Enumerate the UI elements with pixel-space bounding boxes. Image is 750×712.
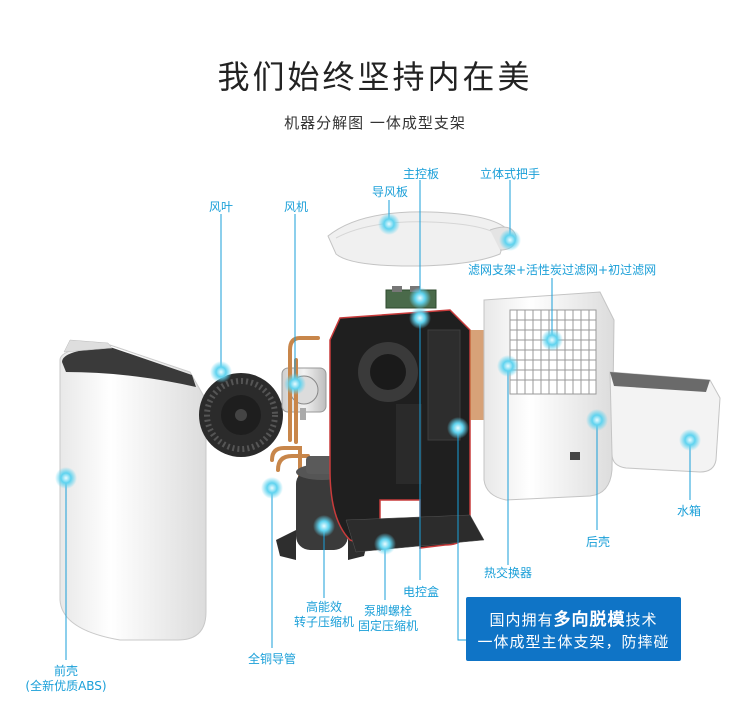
label-filter: 滤网支架+活性炭过滤网+初过滤网 xyxy=(468,263,657,277)
label-front-shell-line2: (全新优质ABS) xyxy=(25,679,107,693)
label-motor: 风机 xyxy=(284,200,309,214)
page-title: 我们始终坚持内在美 xyxy=(217,58,533,96)
label-pump-bolt: 泵脚螺栓 固定压缩机 xyxy=(352,604,424,634)
hotspot-fan-blade xyxy=(210,361,232,383)
label-pump-bolt-line2: 固定压缩机 xyxy=(357,619,418,633)
top-cover xyxy=(327,211,517,267)
hotspot-motor xyxy=(284,373,306,395)
label-fan-blade: 风叶 xyxy=(209,200,234,214)
hotspot-heat-exchanger xyxy=(497,355,519,377)
fan-blade xyxy=(199,373,283,457)
rear-shell xyxy=(483,291,615,501)
front-shell xyxy=(59,339,207,641)
water-tank xyxy=(609,371,721,473)
base-plate xyxy=(345,514,485,553)
label-front-shell: 前壳 (全新优质ABS) xyxy=(16,664,116,694)
callout-text-highlight: 多向脱模 xyxy=(553,610,626,630)
hotspot-control-box xyxy=(447,417,469,439)
leader-lines xyxy=(65,180,691,660)
hotspot-pump-bolt xyxy=(374,533,396,555)
callout-line1: 国内拥有多向脱模技术 xyxy=(466,605,681,630)
integrated-frame xyxy=(329,309,471,552)
label-compressor: 高能效 转子压缩机 xyxy=(286,600,362,630)
label-front-shell-line1: 前壳 xyxy=(53,664,78,678)
label-air-guide: 导风板 xyxy=(372,185,409,199)
callout-line2: 一体成型主体支架，防摔碰 xyxy=(477,633,670,651)
label-compressor-line2: 转子压缩机 xyxy=(293,615,354,629)
hotspot-main-board xyxy=(409,287,431,309)
hotspot-markers xyxy=(55,213,701,555)
callout-text-a: 国内拥有 xyxy=(489,611,554,629)
label-rear-shell: 后壳 xyxy=(586,535,611,549)
callout-text-c: 技术 xyxy=(625,611,658,629)
label-copper-tube: 全铜导管 xyxy=(248,652,297,666)
label-water-tank: 水箱 xyxy=(677,504,702,518)
feature-callout: 国内拥有多向脱模技术 一体成型主体支架，防摔碰 xyxy=(466,597,681,661)
label-control-box: 电控盒 xyxy=(403,585,440,599)
hotspot-handle xyxy=(499,229,521,251)
hotspot-frame xyxy=(409,307,431,329)
label-compressor-line1: 高能效 xyxy=(305,600,342,614)
page-subtitle: 机器分解图 一体成型支架 xyxy=(284,114,466,132)
hotspot-rear-shell xyxy=(586,409,608,431)
hotspot-copper-tube xyxy=(261,477,283,499)
label-handle: 立体式把手 xyxy=(480,167,541,181)
hotspot-front-shell xyxy=(55,467,77,489)
label-pump-bolt-line1: 泵脚螺栓 xyxy=(363,604,412,618)
hotspot-water-tank xyxy=(679,429,701,451)
hotspot-compressor xyxy=(313,515,335,537)
hotspot-filter xyxy=(541,329,563,351)
label-heat-exchanger: 热交换器 xyxy=(484,566,533,580)
label-main-board: 主控板 xyxy=(403,167,440,181)
hotspot-air-guide xyxy=(378,213,400,235)
